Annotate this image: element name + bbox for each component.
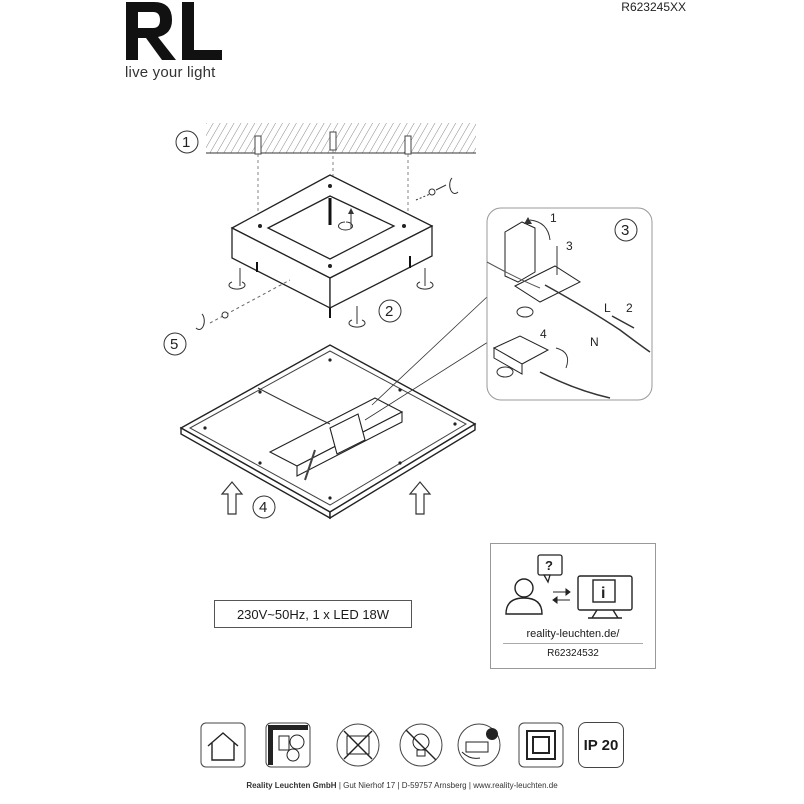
detail-neutral-label: N bbox=[590, 335, 599, 349]
footer: Reality Leuchten GmbH | Gut Nierhof 17 |… bbox=[246, 781, 558, 790]
led-driver-icon bbox=[457, 723, 501, 767]
svg-text:?: ? bbox=[545, 558, 553, 573]
info-divider bbox=[503, 643, 643, 644]
detail-sub-4: 4 bbox=[540, 327, 547, 341]
step-2-label: 2 bbox=[385, 303, 393, 320]
detail-sub-2: 2 bbox=[626, 301, 633, 315]
ip-rating-icon: IP 20 bbox=[578, 722, 624, 768]
no-dimmer-icon bbox=[399, 723, 443, 767]
footer-address: Gut Nierhof 17 bbox=[343, 781, 396, 790]
mounting-frame bbox=[230, 174, 434, 310]
ceiling-mount-icon bbox=[265, 722, 311, 768]
brand-logo bbox=[126, 2, 222, 60]
step-3-label: 3 bbox=[621, 222, 629, 239]
info-box: reality-leuchten.de/ R62324532 bbox=[490, 543, 656, 669]
svg-text:i: i bbox=[601, 585, 605, 602]
step-1-label: 1 bbox=[182, 134, 190, 151]
info-url: reality-leuchten.de/ bbox=[526, 628, 620, 640]
ceiling-hatch bbox=[206, 123, 476, 153]
footer-website: www.reality-leuchten.de bbox=[473, 781, 558, 790]
info-person-icon bbox=[505, 578, 543, 615]
reference-code: R623245XX bbox=[621, 0, 686, 14]
monitor-info-icon bbox=[577, 575, 633, 619]
footer-company: Reality Leuchten GmbH bbox=[246, 781, 337, 790]
detail-live-label: L bbox=[604, 301, 611, 315]
brand-tagline: live your light bbox=[125, 64, 216, 81]
indoor-use-icon bbox=[200, 722, 246, 768]
detail-sub-1: 1 bbox=[550, 211, 557, 225]
step-5-label: 5 bbox=[170, 336, 178, 353]
footer-city: D-59757 Arnsberg bbox=[401, 781, 467, 790]
exchange-arrows-icon bbox=[552, 588, 571, 604]
led-driver bbox=[268, 397, 404, 477]
protection-class-icon bbox=[518, 722, 564, 768]
push-up-arrows bbox=[220, 481, 432, 515]
question-bubble-icon bbox=[537, 554, 563, 584]
spec-label: 230V~50Hz, 1 x LED 18W bbox=[214, 600, 412, 628]
info-code: R62324532 bbox=[547, 648, 599, 659]
step-4-label: 4 bbox=[259, 499, 267, 516]
detail-sub-3: 3 bbox=[566, 239, 573, 253]
no-covering-icon bbox=[336, 723, 380, 767]
